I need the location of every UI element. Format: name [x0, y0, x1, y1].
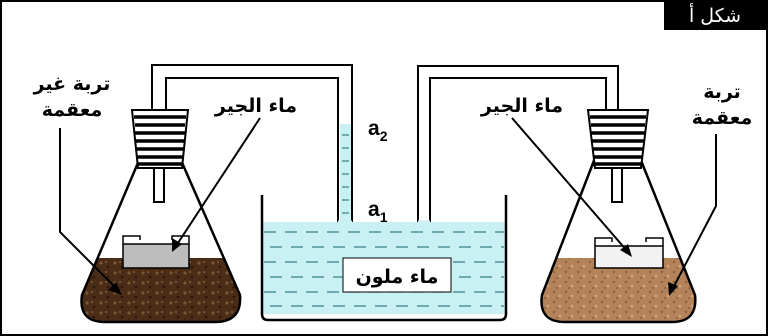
left-limewater-dish: [122, 235, 190, 269]
colored-water-label-box: [342, 257, 452, 293]
mark-a1: a1: [368, 198, 388, 225]
unsterile-soil-label-line2: معقمة: [42, 99, 102, 121]
sterile-soil-label-line1: تربة: [703, 81, 741, 103]
limewater-label-left: ماء الجير: [214, 95, 297, 117]
right-stopper: [586, 109, 650, 169]
pointer-lines: [59, 117, 717, 291]
right-limewater-dish: [594, 237, 664, 269]
figure-label: شكل أ: [664, 2, 766, 30]
pointer-arrowheads: [108, 238, 678, 296]
limewater-label-right: ماء الجير: [480, 95, 563, 117]
unsterile-soil-label-line1: تربة غير: [33, 73, 111, 95]
connecting-tubes: [151, 64, 619, 222]
right-flask: [540, 109, 697, 324]
tube-liquid-column: [340, 124, 351, 222]
sterile-soil-label-line2: معقمة: [692, 107, 752, 129]
mark-a2: a2: [368, 117, 388, 144]
left-stopper: [130, 109, 190, 169]
colored-water-label: ماء ملون: [356, 266, 439, 288]
left-flask: [80, 109, 242, 324]
